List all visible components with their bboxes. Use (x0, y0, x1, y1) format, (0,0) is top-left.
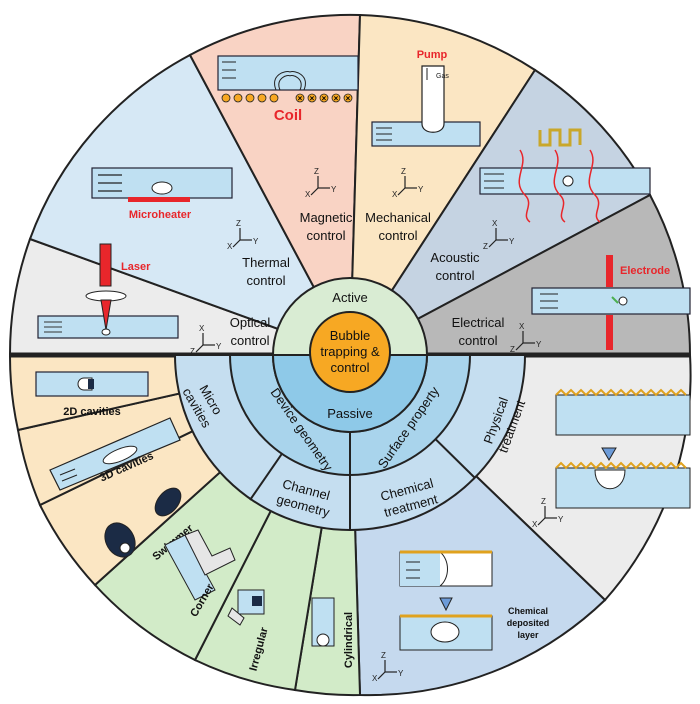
magnetic-label-2: control (306, 228, 345, 243)
center-line-2: trapping & (320, 344, 380, 359)
electrode-illustration: Electrode (531, 255, 691, 350)
gas-label: Gas (436, 73, 449, 80)
microheater-label: Microheater (129, 209, 192, 221)
svg-text:Y: Y (558, 515, 564, 524)
acoustic-illustration (479, 128, 651, 223)
electrode-label: Electrode (620, 265, 670, 277)
cavity-3d-illustration: 3D cavities (49, 417, 181, 491)
ring-active-label: Active (332, 290, 367, 305)
svg-text:Y: Y (509, 237, 515, 246)
mechanical-label-2: control (378, 228, 417, 243)
pump-illustration: Pump Gas (371, 49, 481, 147)
svg-text:Y: Y (216, 342, 222, 351)
coil-label: Coil (274, 107, 302, 124)
acoustic-label-2: control (435, 268, 474, 283)
sector-magnetic (188, 13, 362, 359)
chem-label-1: Chemical (508, 606, 548, 616)
magnetic-label-1: Magnetic (300, 210, 353, 225)
thermal-label-1: Thermal (242, 255, 290, 270)
svg-text:X: X (492, 219, 498, 228)
cavity-2d-illustration: 2D cavities (35, 371, 149, 418)
svg-text:X: X (532, 520, 538, 529)
sector-electrical (349, 193, 692, 356)
passive-ring (271, 354, 429, 433)
svg-text:Z: Z (190, 347, 195, 356)
cylindrical-label: Cylindrical (343, 612, 355, 668)
svg-text:Z: Z (541, 497, 546, 506)
svg-text:X: X (372, 674, 378, 683)
cylindrical-illustration: Cylindrical (311, 597, 355, 668)
sector-mechanical (348, 13, 537, 359)
svg-text:Y: Y (398, 669, 404, 678)
mechanical-label-1: Mechanical (365, 210, 431, 225)
laser-label: Laser (121, 261, 151, 273)
microheater-illustration: Microheater (91, 167, 233, 221)
svg-text:×: × (346, 94, 351, 103)
svg-text:×: × (322, 94, 327, 103)
center-line-1: Bubble (330, 328, 370, 343)
svg-text:X: X (199, 324, 205, 333)
svg-text:Z: Z (381, 651, 386, 660)
sector-thermal (28, 53, 353, 357)
ring-passive-label: Passive (327, 406, 373, 421)
svg-text:Y: Y (331, 185, 337, 194)
cavities-2d-label: 2D cavities (63, 406, 120, 418)
svg-text:X: X (519, 322, 525, 331)
chem-label-3: layer (517, 630, 539, 640)
svg-text:X: X (227, 242, 233, 251)
thermal-label-2: control (246, 273, 285, 288)
physical-illustration (555, 388, 691, 509)
center-line-3: control (330, 360, 369, 375)
svg-text:Z: Z (236, 219, 241, 228)
pump-label: Pump (417, 49, 448, 61)
svg-text:×: × (298, 94, 303, 103)
optical-label-1: Optical (230, 315, 271, 330)
svg-text:×: × (310, 94, 315, 103)
axis-glyphs: X Z Y Z X Y Z X Y Z X Y X Z Y X Z Y Z X Y Z X Y (190, 167, 564, 683)
optical-label-2: control (230, 333, 269, 348)
svg-text:Z: Z (314, 167, 319, 176)
laser-illustration: Laser (37, 243, 179, 339)
svg-text:X: X (392, 190, 398, 199)
svg-text:Z: Z (483, 242, 488, 251)
center-circle (309, 311, 391, 393)
chem-label-2: deposited (507, 618, 550, 628)
svg-text:Y: Y (253, 237, 259, 246)
chemical-illustration: Chemical deposited layer (399, 550, 550, 651)
svg-text:Z: Z (401, 167, 406, 176)
electrical-label-2: control (458, 333, 497, 348)
electrical-label-1: Electrical (452, 315, 505, 330)
svg-text:Z: Z (510, 345, 515, 354)
svg-text:×: × (334, 94, 339, 103)
acoustic-label-1: Acoustic (430, 250, 480, 265)
svg-text:Y: Y (536, 340, 542, 349)
svg-text:Y: Y (418, 185, 424, 194)
svg-text:X: X (305, 190, 311, 199)
coil-illustration: × × × × × Coil (217, 55, 359, 124)
